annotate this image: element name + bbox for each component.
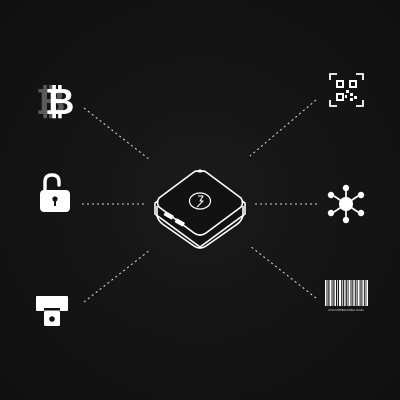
unlocked-padlock-icon: [40, 173, 70, 212]
link-qr-scan: [249, 99, 317, 157]
bitcoin-icon: ₿ ₿: [36, 82, 74, 123]
barcode-icon: [325, 280, 368, 306]
nfc-reader-device-icon: [154, 169, 246, 249]
connector-links: [82, 99, 318, 303]
link-bitcoin: [83, 107, 151, 161]
link-card-terminal: [83, 249, 151, 303]
svg-text:₿: ₿: [45, 82, 74, 123]
link-barcode: [249, 245, 317, 299]
card-terminal-icon: [36, 296, 68, 326]
qr-code-scan-icon: [329, 73, 364, 107]
barcode-caption: OOOO INTERNATIONAL PLAZA: [328, 309, 364, 312]
svg-text:₿: ₿: [36, 82, 65, 123]
network-hub-icon: [327, 184, 365, 224]
